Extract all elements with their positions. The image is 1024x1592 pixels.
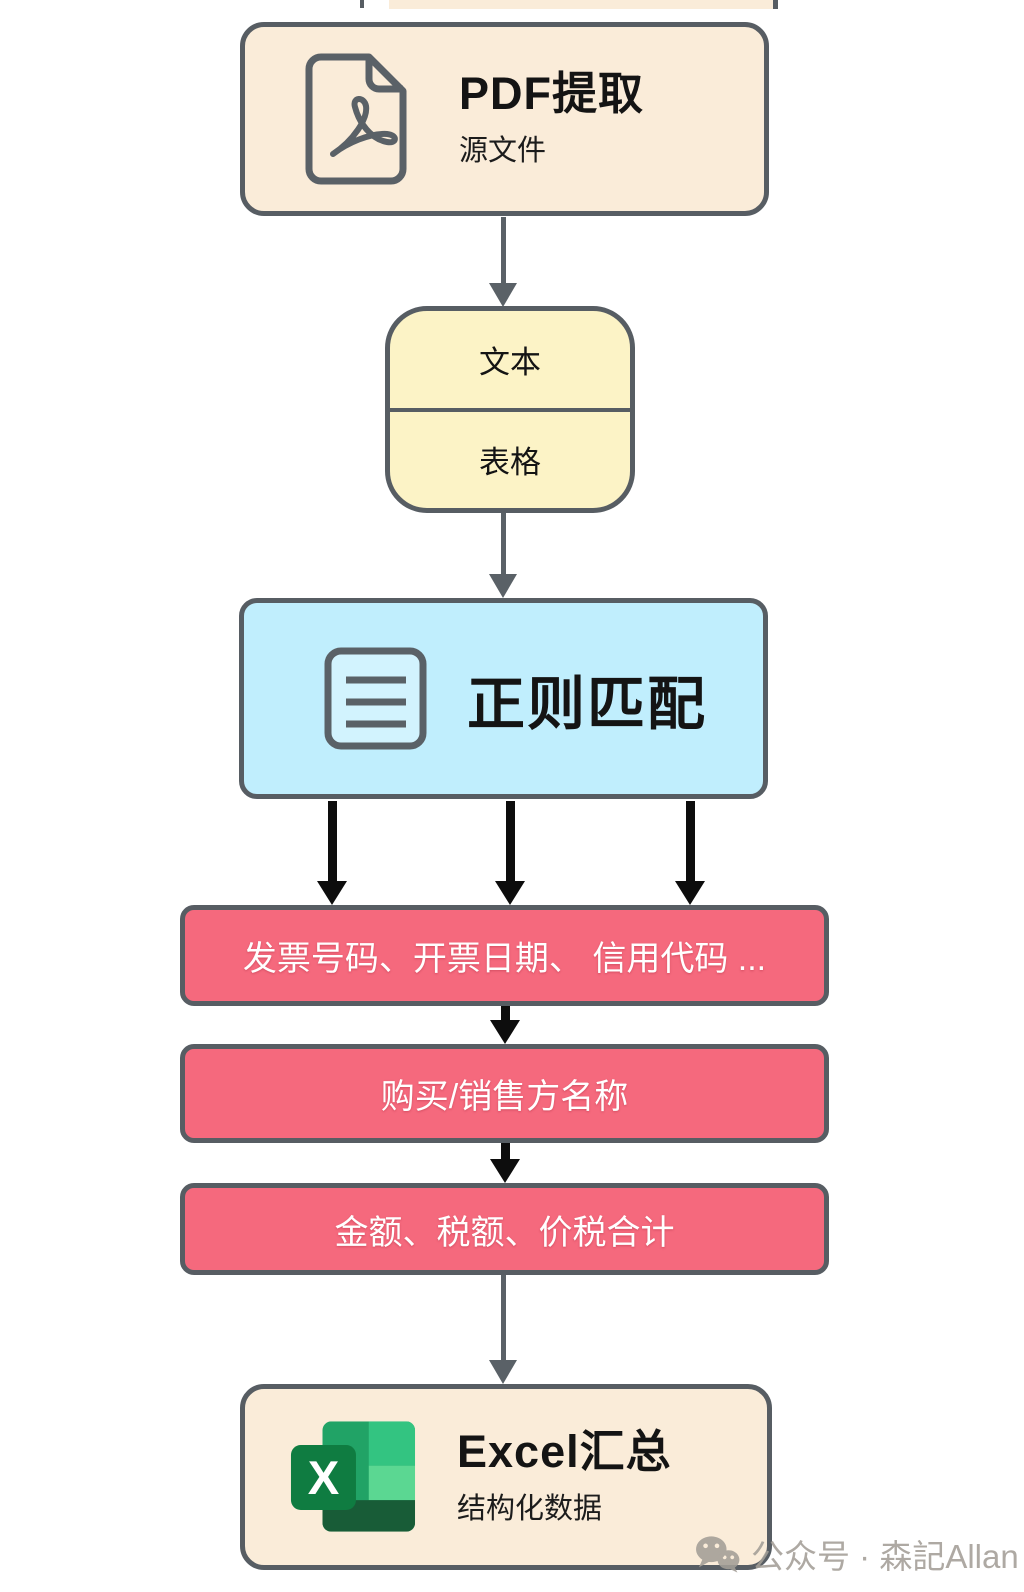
node-pdf-extract: PDF提取 源文件	[240, 22, 769, 216]
arrow-shaft	[500, 513, 506, 574]
arrow-regex-out-right	[675, 801, 705, 905]
arrow-head	[490, 1020, 520, 1044]
top-cutoff-connector	[360, 0, 364, 8]
node-field-party-names: 购买/销售方名称	[180, 1044, 829, 1143]
top-cutoff-corner	[773, 0, 778, 9]
node-text-table: 文本 表格	[385, 306, 635, 513]
excel-node-title: Excel汇总	[457, 1426, 672, 1478]
arrow-shaft	[500, 1006, 510, 1020]
arrow-head	[675, 881, 705, 905]
arrow-shaft	[685, 801, 695, 881]
arrow-shaft	[505, 801, 515, 881]
excel-icon: X	[290, 1420, 416, 1532]
field-label: 购买/销售方名称	[380, 1078, 629, 1116]
document-lines-icon	[324, 647, 427, 750]
arrow-head	[317, 881, 347, 905]
pdf-node-subtitle: 源文件	[459, 134, 547, 167]
pdf-node-title: PDF提取	[459, 68, 645, 120]
excel-node-subtitle: 结构化数据	[457, 1492, 603, 1525]
arrow-shaft	[500, 217, 506, 283]
node-field-amounts: 金额、税额、价税合计	[180, 1183, 829, 1275]
svg-text:X: X	[308, 1452, 340, 1505]
arrow-shaft	[500, 1143, 510, 1159]
arrow-fields-to-excel	[489, 1275, 517, 1384]
arrow-head	[495, 881, 525, 905]
field-label: 金额、税额、价税合计	[334, 1213, 675, 1252]
arrow-head	[489, 283, 517, 307]
regex-node-title: 正则匹配	[467, 671, 708, 737]
node-regex-match: 正则匹配	[239, 598, 768, 799]
watermark: 公众号 · 森記Allan	[693, 1530, 1019, 1578]
arrow-head	[490, 1159, 520, 1183]
arrow-field2-to-field3	[490, 1143, 520, 1183]
arrow-head	[489, 1360, 517, 1384]
node-excel-summary: X Excel汇总 结构化数据	[240, 1384, 772, 1570]
pdf-file-icon	[305, 53, 407, 185]
arrow-shaft	[327, 801, 337, 881]
arrow-split-to-regex	[489, 513, 517, 598]
arrow-shaft	[500, 1275, 506, 1360]
split-cell-text: 文本	[390, 311, 630, 412]
arrow-regex-out-center	[495, 801, 525, 905]
split-cell-table: 表格	[479, 445, 541, 481]
node-field-invoice-info: 发票号码、开票日期、 信用代码 ...	[180, 905, 829, 1006]
arrow-field1-to-field2	[490, 1006, 520, 1044]
field-label: 发票号码、开票日期、 信用代码 ...	[242, 940, 767, 978]
arrow-regex-out-left	[317, 801, 347, 905]
wechat-icon	[696, 1536, 740, 1573]
watermark-text: 公众号 · 森記Allan	[751, 1538, 1019, 1575]
arrow-pdf-to-split	[489, 217, 517, 307]
top-cutoff-box	[389, 0, 773, 9]
arrow-head	[489, 574, 517, 598]
